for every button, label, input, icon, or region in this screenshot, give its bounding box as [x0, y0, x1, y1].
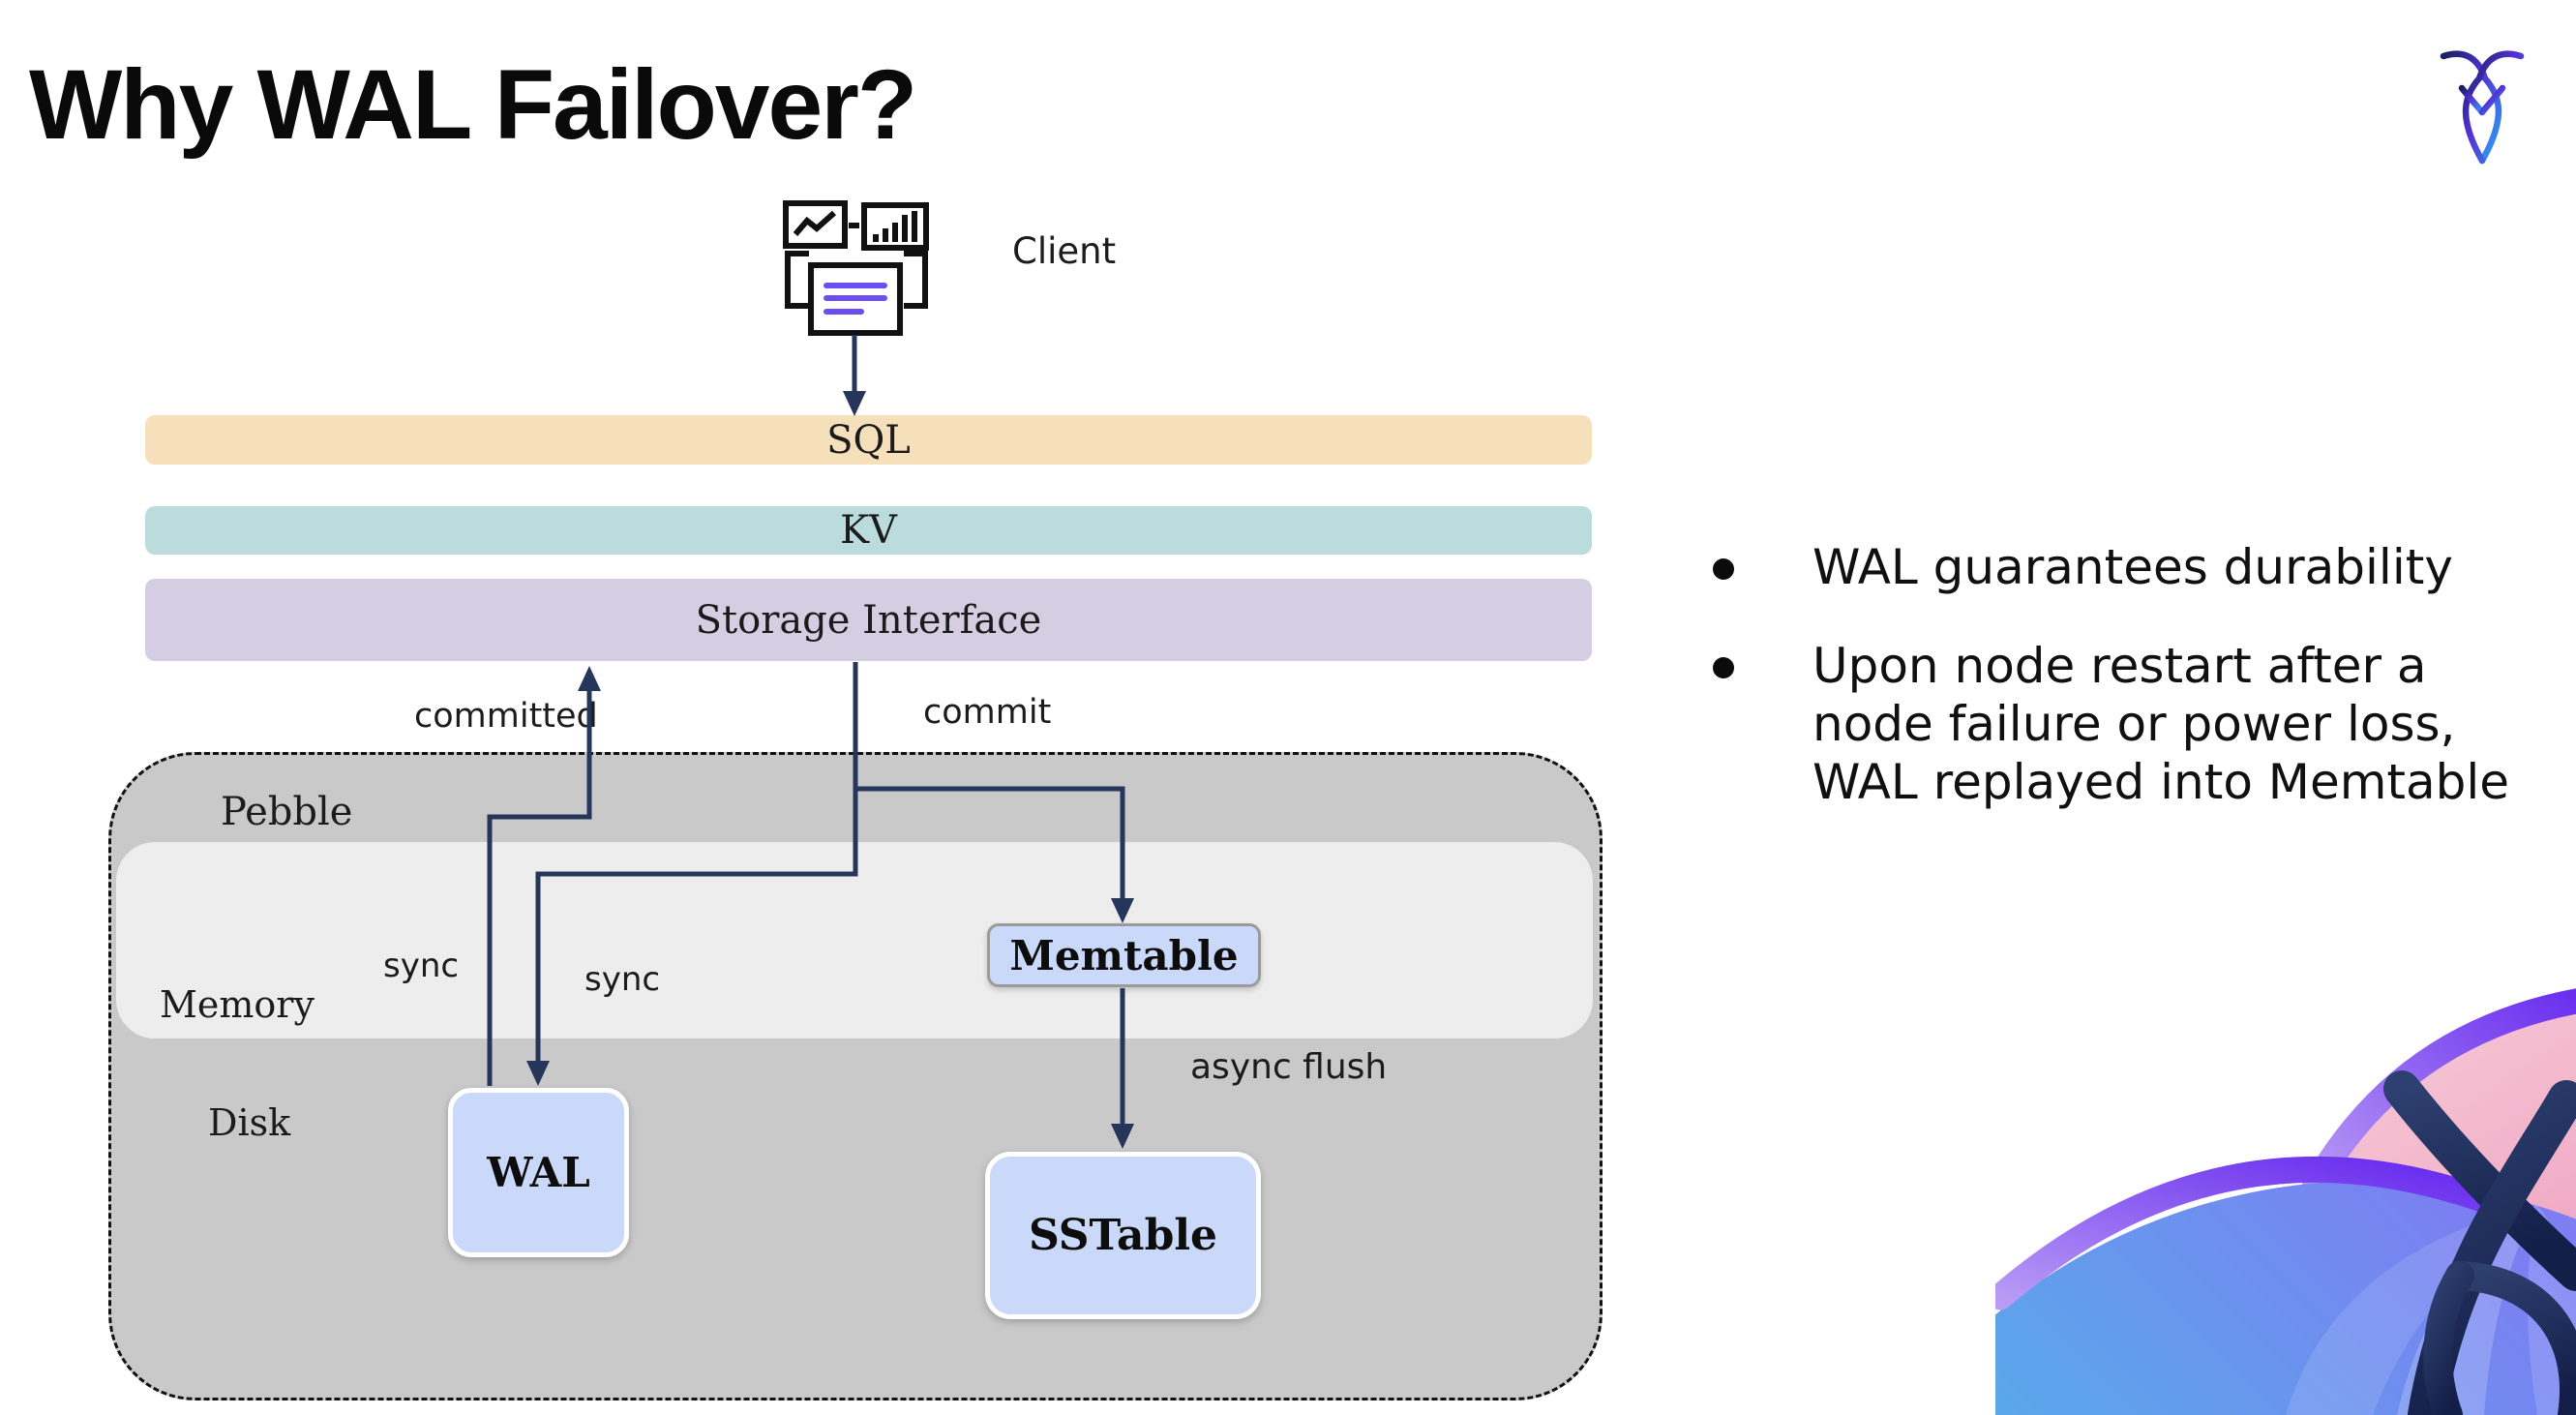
pebble-label: Pebble [221, 790, 353, 834]
wal-node-label: WAL [487, 1149, 590, 1196]
brand-navy-leaf [2445, 1261, 2576, 1415]
edge-label-sync-right: sync [584, 960, 661, 999]
layer-bar-storage-label: Storage Interface [695, 597, 1042, 643]
brand-navy-band [2383, 1070, 2576, 1291]
bullet-2-line: WAL replayed into Memtable [1812, 754, 2510, 810]
layer-bar-sql-label: SQL [826, 417, 911, 463]
client-label: Client [1012, 230, 1117, 272]
memtable-node: Memtable [987, 923, 1261, 987]
edge-label-async-flush: async flush [1190, 1047, 1388, 1087]
bullet-dot-1 [1713, 558, 1734, 580]
brand-purple-arc-top [2302, 988, 2576, 1198]
edge-label-sync-left: sync [383, 947, 460, 985]
edge-label-commit: commit [923, 693, 1052, 732]
cockroachdb-logo-icon [2440, 45, 2525, 166]
brand-navy-leaf [2423, 1261, 2474, 1415]
layer-bar-kv: KV [145, 506, 1592, 555]
client-icon [780, 197, 935, 343]
disk-label: Disk [208, 1101, 291, 1144]
brand-artwork [1995, 978, 2576, 1415]
arrowhead-committed [578, 666, 601, 691]
layer-bar-kv-label: KV [840, 508, 897, 553]
wal-node: WAL [448, 1088, 629, 1257]
page-title: Why WAL Failover? [29, 49, 917, 160]
sstable-node: SSTable [985, 1152, 1261, 1319]
memory-band [116, 842, 1593, 1039]
bullet-2: Upon node restart after a node failure o… [1812, 637, 2509, 811]
memtable-node-label: Memtable [1009, 931, 1239, 979]
edge-label-committed: committed [414, 697, 598, 736]
bullet-1: WAL guarantees durability [1812, 538, 2453, 596]
layer-bar-storage-interface: Storage Interface [145, 579, 1592, 661]
sstable-node-label: SSTable [1028, 1211, 1218, 1260]
brand-purple-arc-left [1995, 1156, 2514, 1310]
arrowhead-client [843, 391, 866, 416]
bullet-dot-2 [1713, 657, 1734, 678]
bullet-1-line: WAL guarantees durability [1812, 539, 2453, 595]
bullet-2-line: node failure or power loss, [1812, 696, 2456, 752]
layer-bar-sql: SQL [145, 415, 1592, 465]
memory-label: Memory [160, 983, 315, 1026]
bullet-2-line: Upon node restart after a [1812, 638, 2427, 694]
